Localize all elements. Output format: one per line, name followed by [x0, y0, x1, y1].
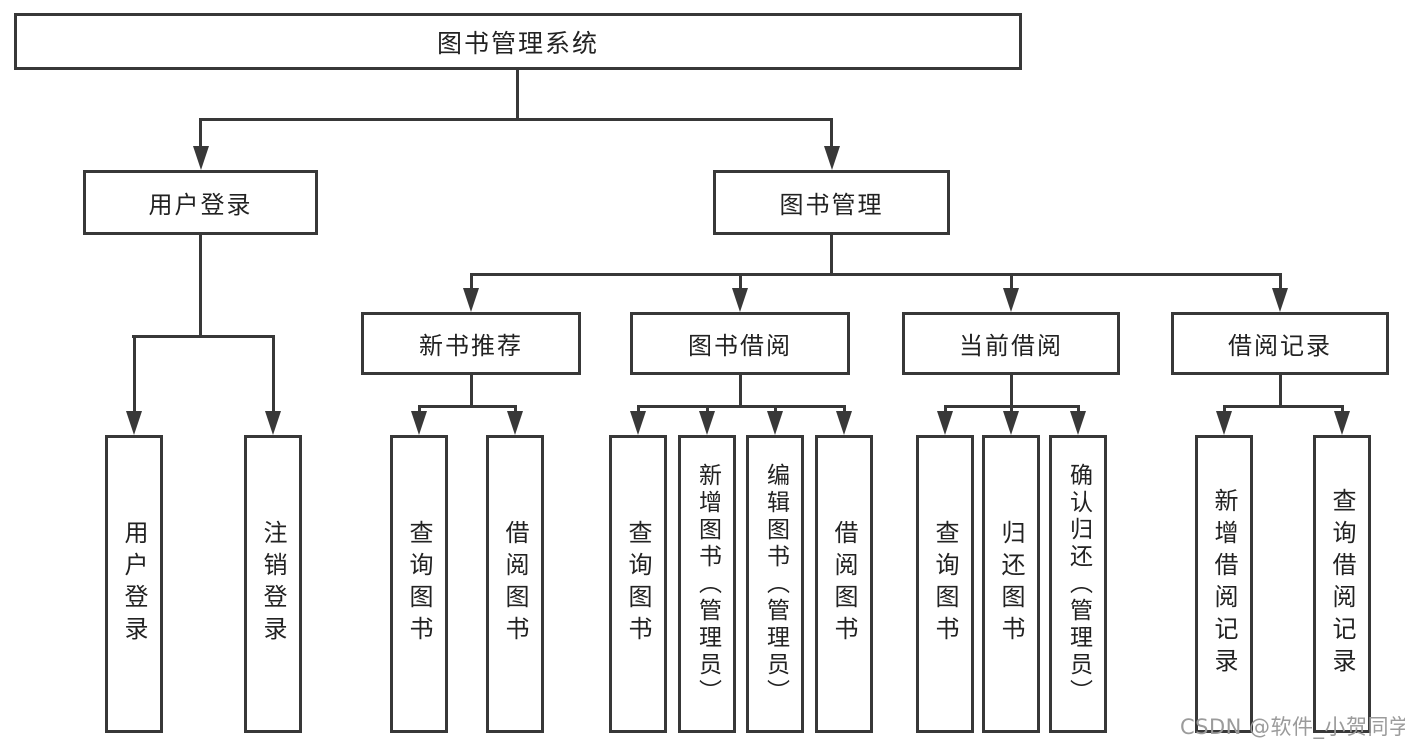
connector-recommend-crossbar [418, 405, 517, 408]
csdn-watermark: CSDN @软件_小贺同学 [1180, 715, 1405, 739]
leaf-borrow-books-2-label: 借阅图书 [830, 520, 858, 648]
leaf-add-borrow-record-label: 新增借阅记录 [1210, 488, 1238, 680]
arrowhead-borrow-records [1272, 288, 1288, 312]
connector-to-book-borrow [739, 273, 742, 291]
leaf-user-login-label: 用户登录 [120, 520, 148, 648]
arrowhead-current-borrow [1003, 288, 1019, 312]
connector-to-book-management [830, 118, 833, 148]
node-new-book-recommend: 新书推荐 [361, 312, 581, 375]
connector-to-leaf-add-record [1223, 405, 1226, 414]
node-user-login-label: 用户登录 [148, 191, 253, 219]
leaf-confirm-return-admin: 确认归还（管理员） [1049, 435, 1107, 733]
arrowhead-leaf-confirm-return [1070, 411, 1086, 435]
connector-to-leaf-query-record [1341, 405, 1344, 414]
leaf-query-books-borrow: 查询图书 [609, 435, 667, 733]
connector-current-stem [1010, 375, 1013, 407]
arrowhead-leaf-query-current [937, 411, 953, 435]
arrowhead-book-management [824, 146, 840, 170]
node-book-management-label: 图书管理 [779, 191, 884, 219]
connector-to-current-borrow [1010, 273, 1013, 291]
leaf-query-borrow-record-label: 查询借阅记录 [1328, 488, 1356, 680]
connector-book-management-crossbar [470, 273, 1282, 276]
leaf-query-books-current-label: 查询图书 [931, 520, 959, 648]
connector-to-new-book-recommend [470, 273, 473, 291]
node-current-borrow-label: 当前借阅 [959, 332, 1063, 360]
leaf-query-books-recommend: 查询图书 [390, 435, 448, 733]
connector-to-leaf-edit-book [774, 405, 777, 414]
leaf-add-book-admin-label: 新增图书（管理员） [694, 462, 721, 706]
node-root: 图书管理系统 [14, 13, 1022, 70]
connector-to-leaf-borrow-recommend [514, 405, 517, 414]
arrowhead-leaf-edit-book [767, 411, 783, 435]
leaf-logout: 注销登录 [244, 435, 302, 733]
connector-to-leaf-query-borrow [637, 405, 640, 414]
connector-user-login-stem [199, 235, 202, 338]
connector-to-leaf-user-login [133, 335, 136, 413]
node-borrow-records-label: 借阅记录 [1228, 332, 1332, 360]
arrowhead-leaf-borrow-2 [836, 411, 852, 435]
connector-records-stem [1279, 375, 1282, 407]
leaf-return-book-label: 归还图书 [997, 520, 1025, 648]
connector-user-login-crossbar [132, 335, 275, 338]
connector-book-management-stem [830, 235, 833, 275]
leaf-user-login: 用户登录 [105, 435, 163, 733]
leaf-edit-book-admin: 编辑图书（管理员） [746, 435, 804, 733]
node-new-book-recommend-label: 新书推荐 [419, 332, 523, 360]
leaf-return-book: 归还图书 [982, 435, 1040, 733]
connector-to-user-login [199, 118, 202, 148]
node-book-borrow-label: 图书借阅 [688, 332, 792, 360]
leaf-borrow-books-recommend: 借阅图书 [486, 435, 544, 733]
connector-to-leaf-return [1010, 405, 1013, 414]
connector-records-crossbar [1223, 405, 1344, 408]
connector-to-borrow-records [1279, 273, 1282, 291]
leaf-query-books-borrow-label: 查询图书 [624, 520, 652, 648]
arrowhead-leaf-add-record [1216, 411, 1232, 435]
connector-to-leaf-logout [272, 335, 275, 413]
arrowhead-user-login [193, 146, 209, 170]
connector-borrow-crossbar [637, 405, 846, 408]
connector-to-leaf-query-recommend [418, 405, 421, 414]
connector-root-stem [516, 70, 519, 121]
connector-to-leaf-query-current [944, 405, 947, 414]
node-borrow-records: 借阅记录 [1171, 312, 1389, 375]
connector-root-crossbar [199, 118, 832, 121]
leaf-edit-book-admin-label: 编辑图书（管理员） [762, 462, 789, 706]
leaf-borrow-books-recommend-label: 借阅图书 [501, 520, 529, 648]
leaf-query-borrow-record: 查询借阅记录 [1313, 435, 1371, 733]
node-root-label: 图书管理系统 [436, 28, 599, 58]
arrowhead-book-borrow [732, 288, 748, 312]
arrowhead-leaf-query-borrow [630, 411, 646, 435]
connector-to-leaf-add-book [706, 405, 709, 414]
node-user-login: 用户登录 [83, 170, 318, 235]
connector-to-leaf-confirm-return [1077, 405, 1080, 414]
arrowhead-new-book-recommend [463, 288, 479, 312]
leaf-query-books-current: 查询图书 [916, 435, 974, 733]
arrowhead-leaf-user-login [126, 411, 142, 435]
leaf-query-books-recommend-label: 查询图书 [405, 520, 433, 648]
connector-recommend-stem [470, 375, 473, 407]
leaf-confirm-return-admin-label: 确认归还（管理员） [1065, 462, 1092, 706]
connector-to-leaf-borrow-2 [843, 405, 846, 414]
arrowhead-leaf-return [1003, 411, 1019, 435]
arrowhead-leaf-query-recommend [411, 411, 427, 435]
arrowhead-leaf-add-book [699, 411, 715, 435]
leaf-logout-label: 注销登录 [259, 520, 287, 648]
leaf-add-book-admin: 新增图书（管理员） [678, 435, 736, 733]
connector-borrow-stem [739, 375, 742, 407]
arrowhead-leaf-logout [265, 411, 281, 435]
node-book-borrow: 图书借阅 [630, 312, 850, 375]
arrowhead-leaf-query-record [1334, 411, 1350, 435]
leaf-borrow-books-2: 借阅图书 [815, 435, 873, 733]
node-current-borrow: 当前借阅 [902, 312, 1120, 375]
node-book-management: 图书管理 [713, 170, 950, 235]
leaf-add-borrow-record: 新增借阅记录 [1195, 435, 1253, 733]
arrowhead-leaf-borrow-recommend [507, 411, 523, 435]
